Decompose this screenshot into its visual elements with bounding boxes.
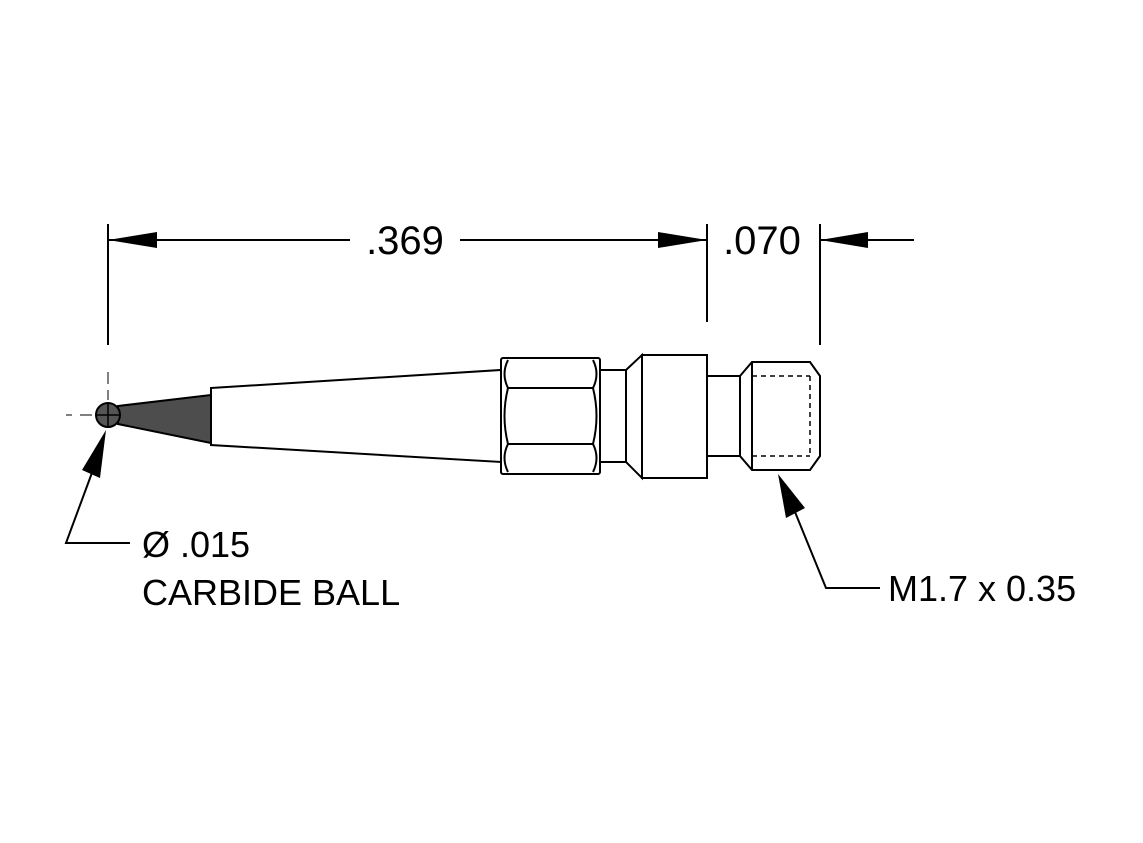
dimension-369: .369 bbox=[107, 219, 708, 345]
stylus-shank bbox=[210, 368, 502, 464]
thread-minor-diameter bbox=[752, 375, 811, 457]
threaded-end bbox=[739, 361, 821, 471]
hex-body bbox=[500, 357, 601, 475]
dimension-label-369: .369 bbox=[366, 219, 444, 263]
ball-material-note: CARBIDE BALL bbox=[142, 572, 400, 613]
stylus-tip-taper bbox=[117, 393, 212, 445]
ball-diameter-note: Ø .015 bbox=[142, 524, 250, 565]
collar-chamfer bbox=[625, 352, 643, 481]
leader-thread-line bbox=[794, 511, 880, 589]
arrowhead-right bbox=[658, 232, 707, 248]
dimension-070: .070 bbox=[723, 219, 914, 345]
dimension-label-070: .070 bbox=[723, 219, 801, 263]
leader-ball-line bbox=[64, 469, 130, 544]
stylus-part bbox=[66, 352, 821, 481]
leader-thread-arrowhead bbox=[778, 474, 805, 518]
neck bbox=[599, 369, 627, 463]
arrowhead-outer bbox=[820, 232, 868, 248]
thread-spec-note: M1.7 x 0.35 bbox=[888, 568, 1076, 609]
thread-relief bbox=[706, 375, 741, 457]
leader-thread: M1.7 x 0.35 bbox=[778, 474, 1076, 609]
leader-ball-arrowhead bbox=[82, 430, 106, 478]
collar bbox=[641, 354, 708, 479]
leader-ball: Ø .015 CARBIDE BALL bbox=[64, 430, 400, 613]
arrowhead-left bbox=[108, 232, 157, 248]
